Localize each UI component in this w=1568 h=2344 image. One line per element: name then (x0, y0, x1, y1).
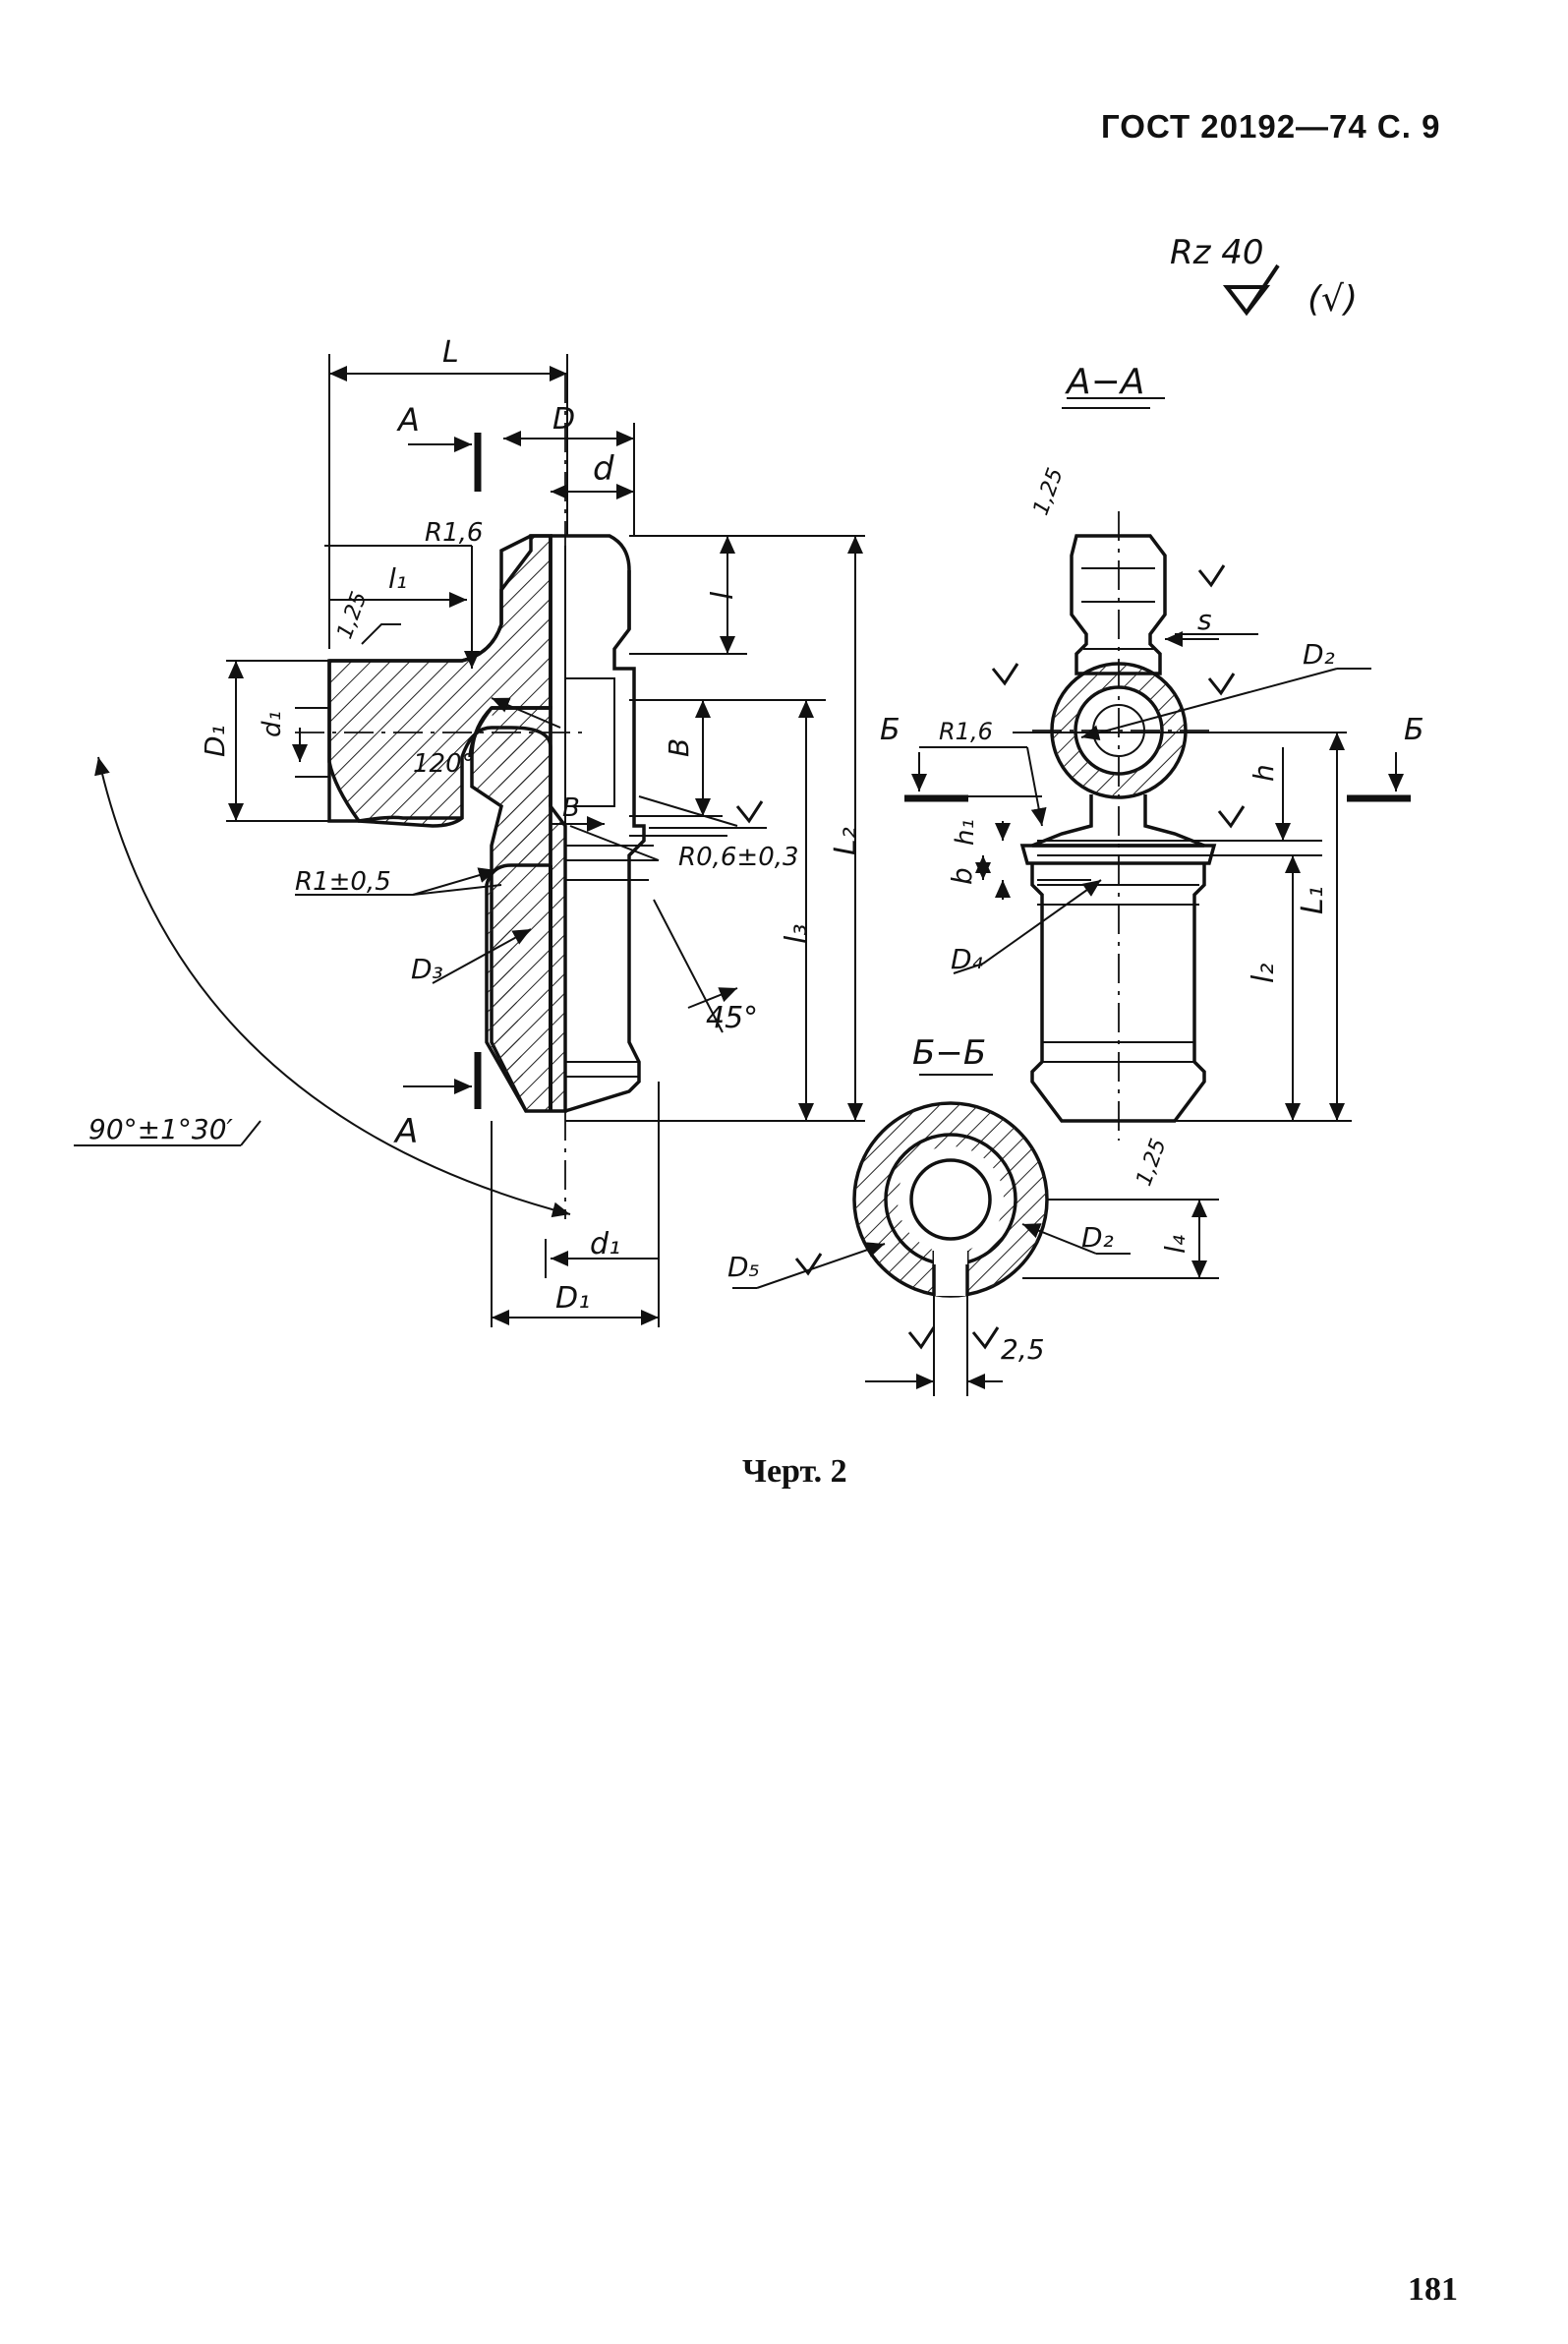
dim-L2: L₂ (829, 827, 863, 855)
section-BB (852, 1101, 1049, 1298)
main-view-dimensions (74, 354, 865, 1327)
section-mark-A-bottom: A (393, 1112, 418, 1151)
dim-D1-bottom: D₁ (555, 1281, 590, 1316)
dim-B-right: B (663, 738, 695, 757)
dim-D2-BB: D₂ (1081, 1221, 1114, 1254)
section-AA (1019, 511, 1217, 1141)
dim-R16-left: R1,6 (425, 518, 483, 548)
dim-D1-left: D₁ (199, 725, 231, 757)
roughness-125-bottom: 1,25 (1132, 1136, 1171, 1190)
dim-l: l (706, 591, 740, 600)
dim-l4: l₄ (1159, 1235, 1191, 1254)
dim-d1-left: d₁ (258, 711, 287, 737)
figure-caption: Черт. 2 (742, 1453, 847, 1490)
roughness-general-symbol: Rz 40 (√) (1170, 233, 1358, 320)
section-AA-dimensions (904, 397, 1411, 1122)
dim-R06: R0,6±0,3 (678, 843, 799, 872)
dim-D4: D₄ (951, 943, 983, 975)
dim-d: d (593, 449, 614, 489)
section-AA-labels: А−А 1,25 s D₂ Б Б R1,6 h h₁ b D₄ l₂ L₁ 1… (880, 362, 1424, 1190)
dim-L: L (442, 335, 459, 370)
section-BB-labels: Б−Б D₂ l₄ D₅ 2,5 (727, 1033, 1191, 1366)
roughness-125-left: 1,25 (332, 589, 372, 643)
dim-l1: l₁ (388, 562, 407, 595)
dim-R16-AA: R1,6 (939, 718, 993, 745)
section-BB-title: Б−Б (912, 1033, 986, 1073)
dim-h1: h₁ (951, 819, 980, 846)
dim-B-lower: B (562, 793, 580, 823)
section-AA-title: А−А (1065, 362, 1144, 402)
dim-D: D (552, 402, 575, 437)
standard-reference: ГОСТ 20192—74 С. 9 (1101, 108, 1441, 145)
dim-D5: D₅ (727, 1251, 760, 1283)
dim-h: h (1248, 764, 1280, 782)
dim-angle-45: 45° (706, 1001, 758, 1035)
page-number: 181 (1408, 2271, 1458, 2308)
roughness-125-top: 1,25 (1029, 465, 1069, 519)
dim-d1-bottom: d₁ (590, 1227, 620, 1261)
section-mark-B-left: Б (880, 713, 900, 747)
roughness-bracket: (√) (1307, 279, 1358, 320)
dim-l2: l₂ (1247, 964, 1281, 983)
dim-angle-120: 120° (413, 749, 475, 779)
dim-l3: l₃ (780, 924, 814, 944)
dim-D2-AA: D₂ (1303, 638, 1335, 671)
dim-b: b (946, 867, 978, 885)
section-BB-dimensions (732, 1074, 1219, 1396)
dim-D3: D₃ (411, 953, 443, 985)
roughness-general-label: Rz 40 (1170, 233, 1264, 272)
dim-s: s (1197, 604, 1212, 636)
dim-angle-90: 90°±1°30′ (88, 1113, 234, 1145)
dim-L1: L₁ (1296, 886, 1330, 914)
main-view-labels: L A D d R1,6 l₁ 1,25 l D₁ d₁ 120° B B R1… (88, 335, 863, 1316)
section-mark-B-right: Б (1404, 713, 1424, 747)
section-mark-A-top: A (396, 401, 420, 439)
dim-R1: R1±0,5 (295, 867, 391, 897)
dim-2-5: 2,5 (1001, 1333, 1045, 1366)
roughness-marks (735, 564, 1246, 1350)
